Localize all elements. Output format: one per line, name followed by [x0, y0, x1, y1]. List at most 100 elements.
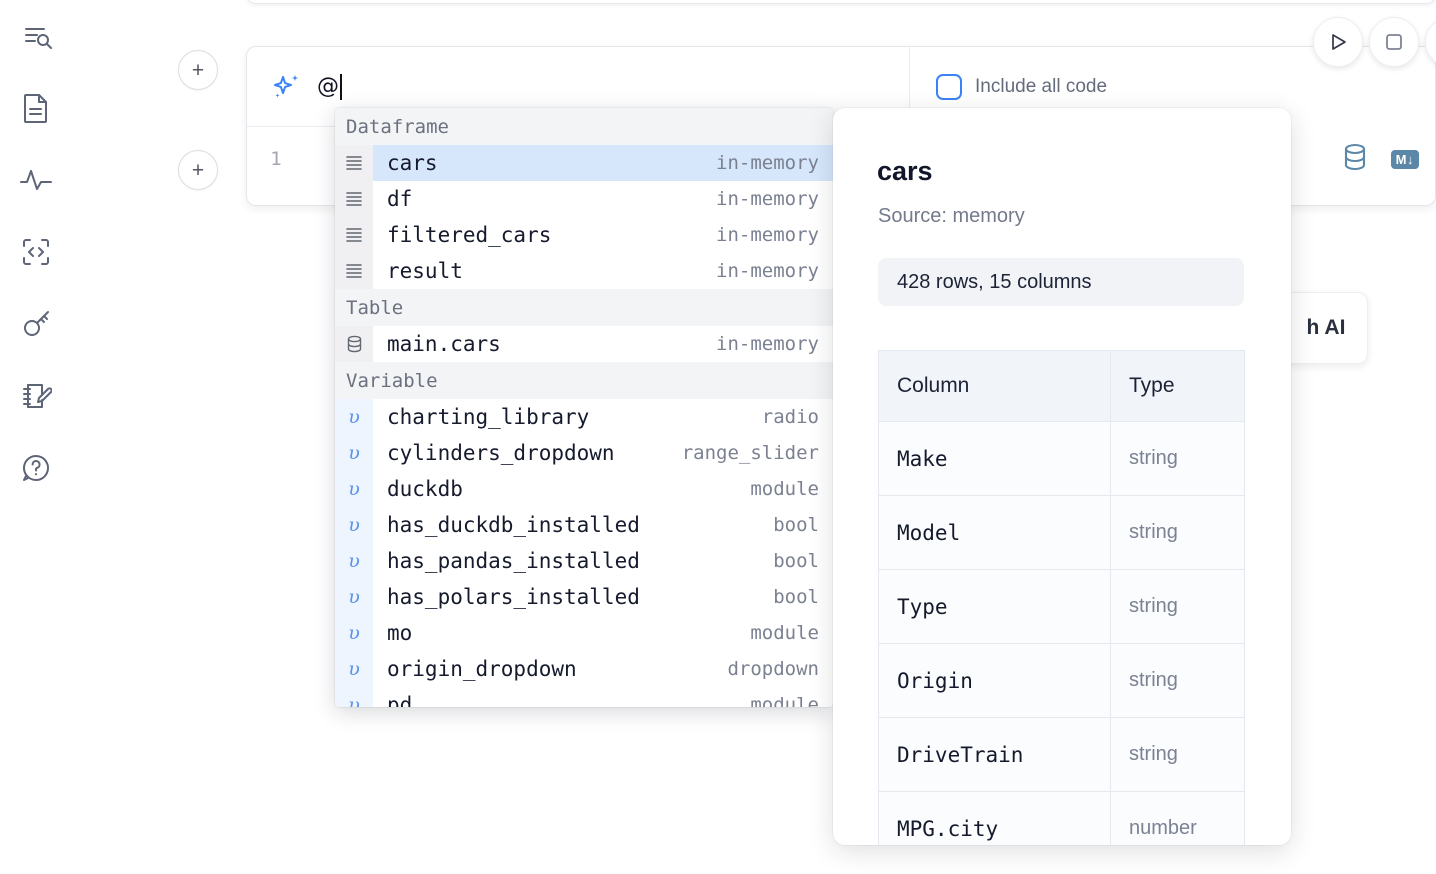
- preview-title: cars: [877, 156, 933, 186]
- preview-source: Source: memory: [878, 205, 1025, 227]
- variable-icon: υ: [348, 442, 360, 464]
- sidebar-rail: [0, 0, 72, 874]
- sidebar-item-files[interactable]: [14, 86, 58, 130]
- sidebar-item-snippets[interactable]: [14, 230, 58, 274]
- autocomplete-item-name: origin_dropdown: [387, 657, 577, 681]
- autocomplete-item-name: result: [387, 259, 463, 283]
- sidebar-item-scratchpad[interactable]: [14, 374, 58, 418]
- autocomplete-item-meta: in-memory: [716, 188, 819, 210]
- add-cell-button-top[interactable]: +: [178, 50, 218, 90]
- sidebar-item-help[interactable]: [14, 446, 58, 490]
- schema-column-type: string: [1110, 569, 1245, 644]
- schema-column-name: Type: [878, 569, 1111, 644]
- autocomplete-item-name: filtered_cars: [387, 223, 552, 247]
- schema-column-name: Make: [878, 421, 1111, 496]
- sidebar-item-explore[interactable]: [14, 14, 58, 58]
- markdown-icon[interactable]: M↓: [1390, 150, 1419, 169]
- autocomplete-item-icon: υ: [335, 615, 373, 651]
- schema-column-type: string: [1110, 717, 1245, 792]
- include-all-code-label: Include all code: [975, 76, 1108, 97]
- autocomplete-item-icon: υ: [335, 435, 373, 471]
- autocomplete-group-header: Variable: [335, 362, 833, 399]
- autocomplete-item-meta: module: [750, 622, 819, 644]
- autocomplete-item-meta: range_slider: [681, 442, 819, 464]
- code-editor-row: 1 M↓: [247, 128, 1436, 206]
- ai-prompt-value: @: [317, 74, 340, 99]
- schema-column-name: Model: [878, 495, 1111, 570]
- autocomplete-item[interactable]: result in-memory: [335, 253, 833, 289]
- autocomplete-item[interactable]: υ has_duckdb_installed bool: [335, 507, 833, 543]
- dataframe-icon: [346, 156, 362, 170]
- ai-prompt-input[interactable]: @: [317, 67, 1173, 107]
- file-icon: [21, 92, 51, 124]
- include-all-code-checkbox[interactable]: [936, 74, 962, 100]
- autocomplete-item-icon: υ: [335, 579, 373, 615]
- add-cell-button-bottom[interactable]: +: [178, 150, 218, 190]
- autocomplete-item-meta: bool: [773, 586, 819, 608]
- database-icon: [347, 335, 361, 353]
- activity-icon: [19, 164, 53, 196]
- autocomplete-item-meta: in-memory: [716, 260, 819, 282]
- text-caret: [340, 73, 343, 100]
- autocomplete-item-meta: bool: [773, 550, 819, 572]
- sidebar-item-secrets[interactable]: [14, 302, 58, 346]
- autocomplete-item[interactable]: υ origin_dropdown dropdown: [335, 651, 833, 687]
- play-icon: [1332, 34, 1346, 50]
- code-icon: [20, 236, 52, 268]
- autocomplete-item-name: duckdb: [387, 477, 463, 501]
- schema-column-type: string: [1110, 643, 1245, 718]
- autocomplete-item-name: charting_library: [387, 405, 590, 429]
- autocomplete-item-name: has_polars_installed: [387, 585, 640, 609]
- preview-shape: 428 rows, 15 columns: [878, 258, 1244, 306]
- run-button[interactable]: [1313, 17, 1363, 67]
- variable-icon: υ: [348, 478, 360, 500]
- autocomplete-item-name: has_duckdb_installed: [387, 513, 640, 537]
- autocomplete-item-icon: υ: [335, 687, 373, 707]
- variable-icon: υ: [348, 658, 360, 680]
- autocomplete-item-icon: υ: [335, 543, 373, 579]
- help-icon: [20, 452, 52, 484]
- variable-icon: υ: [348, 514, 360, 536]
- autocomplete-item[interactable]: υ has_polars_installed bool: [335, 579, 833, 615]
- autocomplete-item-meta: dropdown: [727, 658, 819, 680]
- stop-button[interactable]: [1369, 17, 1419, 67]
- dataframe-icon: [346, 192, 362, 206]
- dataframe-icon: [346, 228, 362, 242]
- include-all-code-row: Include all code: [909, 47, 1173, 127]
- plus-icon: +: [191, 58, 205, 82]
- autocomplete-item-icon: [335, 181, 373, 217]
- autocomplete-item-icon: [335, 326, 373, 362]
- variable-icon: υ: [348, 694, 360, 707]
- autocomplete-item-name: main.cars: [387, 332, 501, 356]
- autocomplete-item-meta: bool: [773, 514, 819, 536]
- schema-column-name: MPG.city: [878, 791, 1111, 845]
- autocomplete-group-header: Dataframe: [335, 108, 833, 145]
- schema-column-name: DriveTrain: [878, 717, 1111, 792]
- explore-icon: [20, 20, 52, 52]
- autocomplete-item-meta: in-memory: [716, 152, 819, 174]
- autocomplete-item-icon: [335, 217, 373, 253]
- schema-header-type: Type: [1110, 350, 1245, 422]
- schema-header-column: Column: [878, 350, 1111, 422]
- sidebar-item-activity[interactable]: [14, 158, 58, 202]
- database-icon[interactable]: [1341, 142, 1369, 177]
- autocomplete-item-icon: [335, 145, 373, 181]
